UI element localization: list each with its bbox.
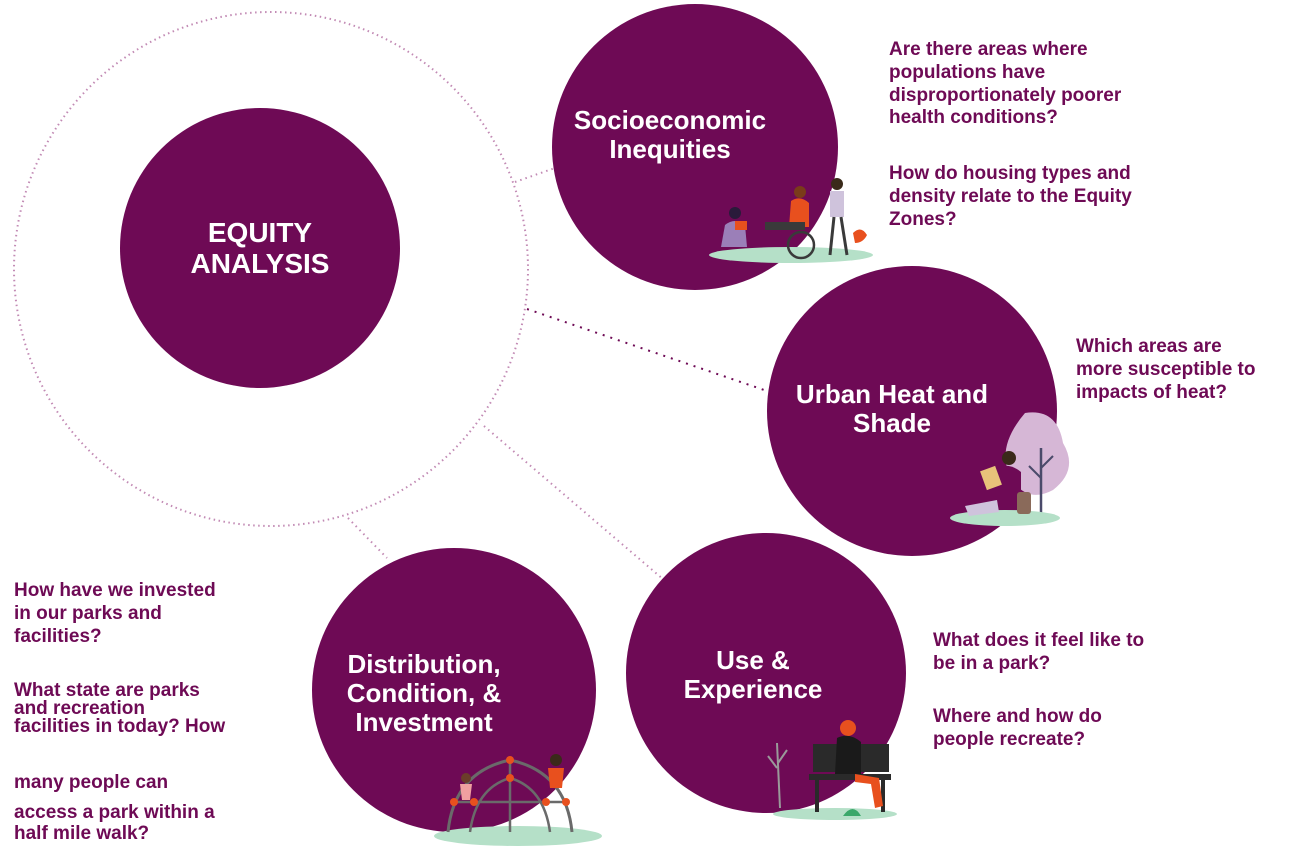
center-circle: EQUITY ANALYSIS bbox=[120, 108, 400, 388]
use-experience-question-1: What does it feel like to be in a park? bbox=[933, 630, 1145, 674]
urban-heat-question-1: Which areas are more susceptible to impa… bbox=[1076, 336, 1256, 403]
center-title: EQUITY ANALYSIS bbox=[190, 216, 330, 279]
distribution-question-2: What state are parks and recreation faci… bbox=[14, 680, 226, 738]
socioeconomic-question-2: How do housing types and density relate … bbox=[889, 163, 1132, 230]
use-experience-question-2: Where and how do people recreate? bbox=[933, 706, 1102, 750]
node-distribution bbox=[312, 548, 596, 832]
connector-socioeconomic bbox=[514, 167, 556, 183]
outer-dotted-ring bbox=[13, 11, 529, 527]
person-on-bench-icon bbox=[767, 720, 897, 820]
node-urban-heat bbox=[767, 266, 1057, 556]
connector-distribution bbox=[347, 517, 388, 559]
person-reading-under-tree-icon bbox=[950, 412, 1070, 526]
node-use-experience-title: Use & Experience bbox=[683, 645, 823, 705]
connector-urban-heat bbox=[526, 308, 771, 393]
node-socioeconomic-title: Socioeconomic Inequities bbox=[573, 105, 767, 165]
connector-use-experience bbox=[483, 425, 665, 581]
distribution-question-4: access a park within a half mile walk? bbox=[14, 802, 215, 844]
node-distribution-title: Distribution, Condition, & Investment bbox=[346, 649, 502, 738]
socioeconomic-question-1: Are there areas where populations have d… bbox=[889, 39, 1122, 129]
kids-on-climbing-dome-icon bbox=[434, 754, 602, 846]
distribution-question-1: How have we invested in our parks and fa… bbox=[14, 580, 216, 647]
node-socioeconomic bbox=[552, 4, 838, 290]
distribution-question-3: many people can bbox=[14, 772, 169, 793]
node-urban-heat-title: Urban Heat and Shade bbox=[795, 379, 989, 439]
people-reading-wheelchair-icon bbox=[709, 178, 873, 263]
